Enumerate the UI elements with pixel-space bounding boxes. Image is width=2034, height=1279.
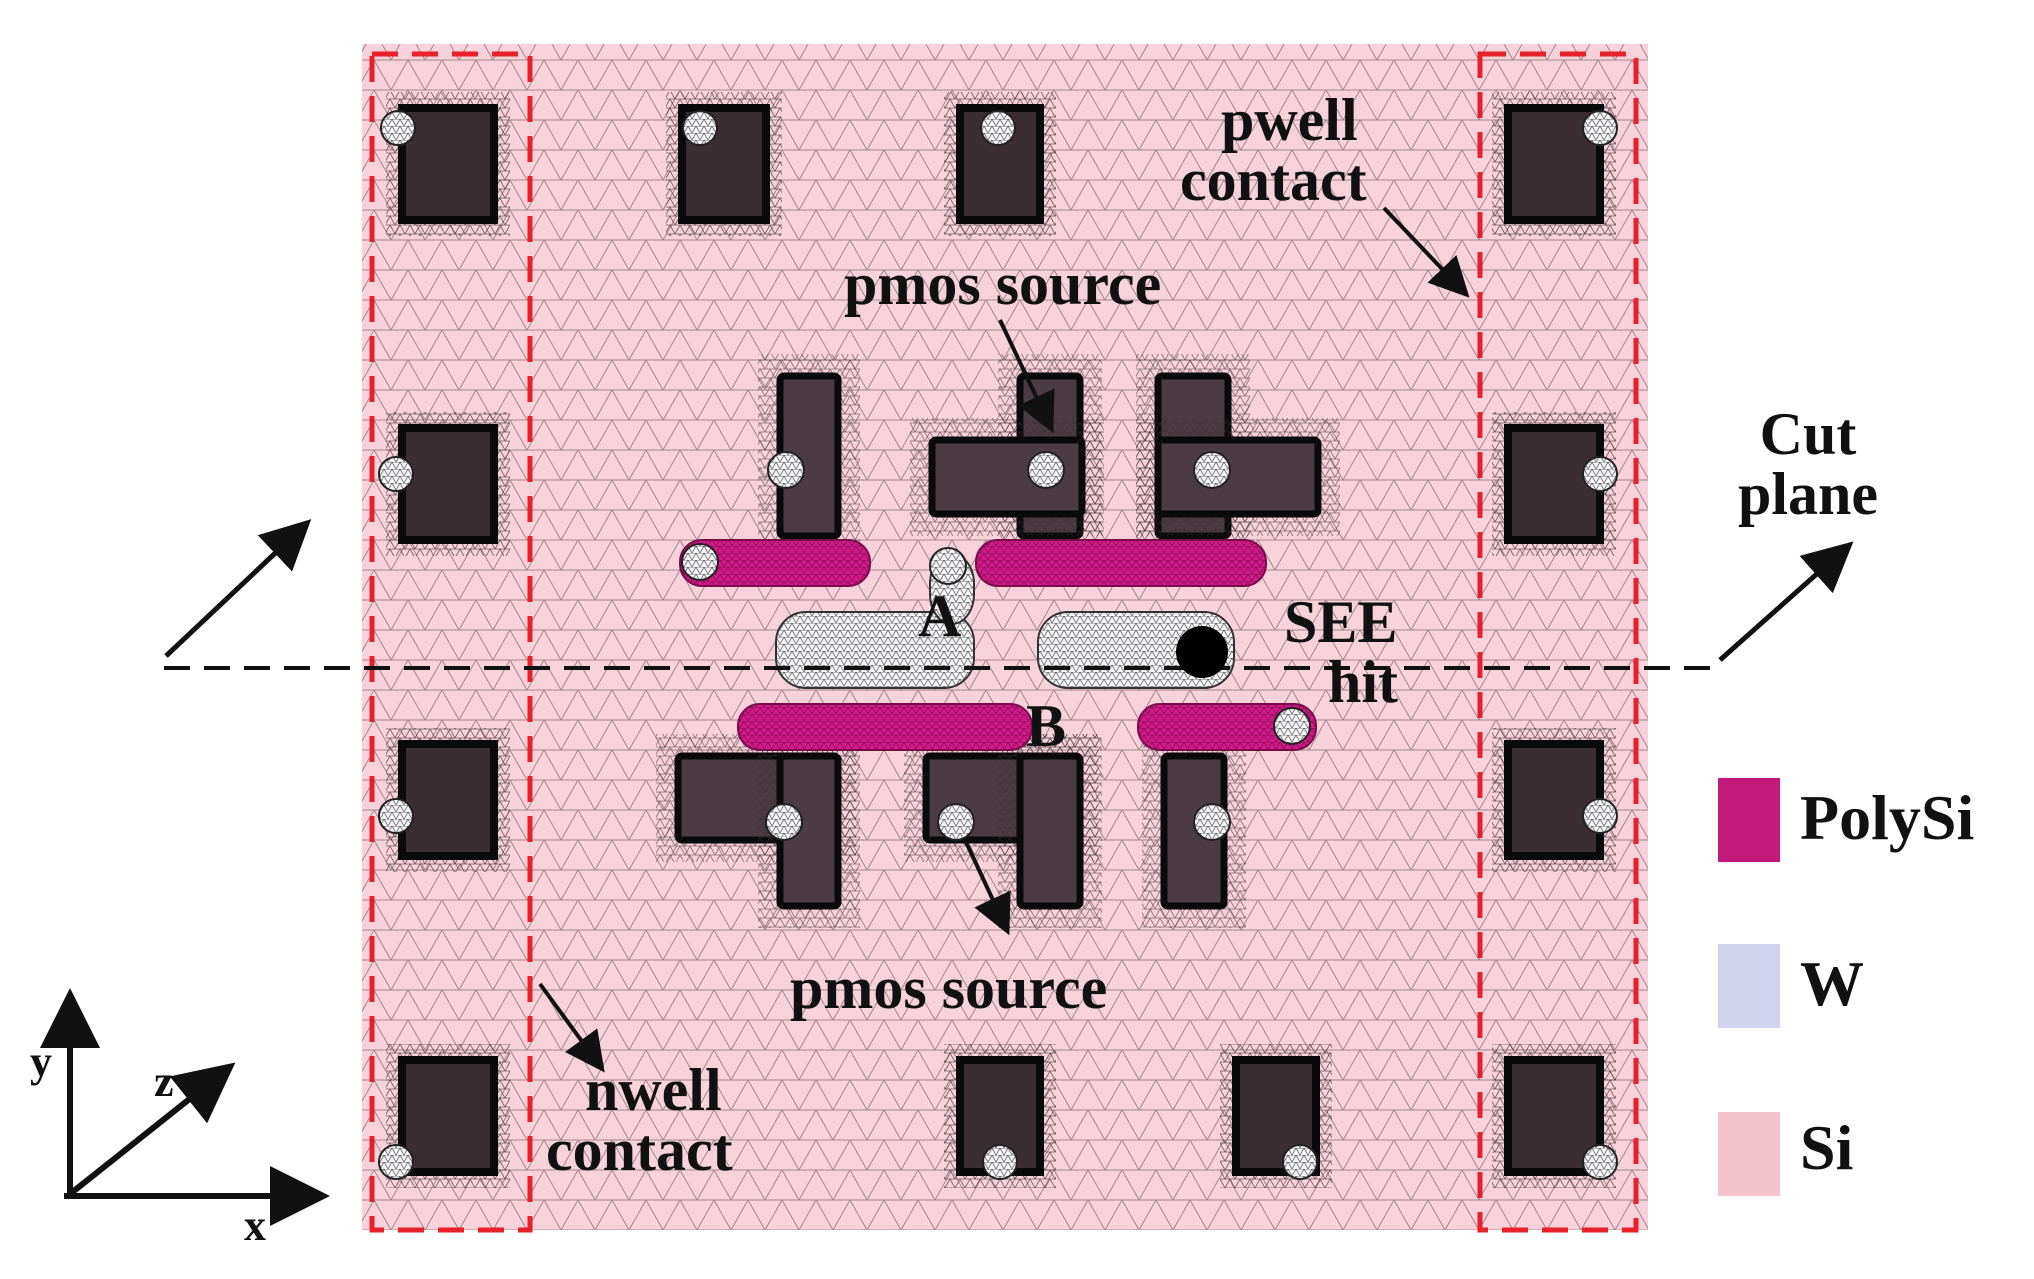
tungsten-plug bbox=[1582, 798, 1618, 834]
see-hit-label-line2: hit bbox=[1328, 649, 1399, 715]
nwell-label-line1: nwell bbox=[584, 1057, 722, 1123]
tungsten-plug bbox=[378, 798, 414, 834]
nwell-contact-frame bbox=[369, 51, 533, 1233]
legend-swatch-w bbox=[1718, 944, 1780, 1028]
tungsten-plug bbox=[1582, 110, 1618, 146]
device-plug bbox=[1273, 707, 1311, 745]
active-region bbox=[1016, 752, 1084, 910]
device-plug bbox=[1027, 451, 1065, 489]
polysi-gate bbox=[737, 703, 1033, 751]
tungsten-plug bbox=[980, 110, 1016, 146]
tungsten-plug bbox=[682, 110, 718, 146]
contact-box bbox=[378, 728, 510, 872]
device-plug bbox=[767, 451, 805, 489]
cut-plane-label-line2: plane bbox=[1738, 461, 1879, 527]
pwell-contact-frame bbox=[1477, 51, 1639, 1233]
pwell-pointer-arrow bbox=[1382, 206, 1470, 298]
device-plug bbox=[929, 547, 967, 585]
contact-box bbox=[666, 92, 782, 236]
contact-box bbox=[944, 1044, 1056, 1188]
nwell-pointer-arrow bbox=[538, 982, 605, 1073]
cut-plane-arrow-right bbox=[1718, 541, 1854, 662]
nwell-label: nwell contact bbox=[546, 1060, 733, 1180]
see-hit-label-line1: SEE bbox=[1284, 589, 1398, 655]
nwell-label-line2: contact bbox=[546, 1117, 733, 1183]
contact-outline bbox=[398, 1056, 498, 1176]
see-hit-label: SEE hit bbox=[1284, 592, 1398, 712]
device-plug bbox=[765, 803, 803, 841]
legend-swatch-si bbox=[1718, 1112, 1780, 1196]
contact-box bbox=[1492, 412, 1618, 556]
tungsten-plug bbox=[1582, 456, 1618, 492]
device-plug bbox=[1193, 451, 1231, 489]
pwell-label-line2: contact bbox=[1180, 147, 1367, 213]
contact-box bbox=[944, 92, 1056, 236]
x-axis-label: x bbox=[244, 1201, 266, 1250]
contact-box bbox=[378, 1044, 510, 1188]
contact-box bbox=[1492, 92, 1618, 236]
active-region bbox=[1154, 436, 1322, 518]
pmos-source-bottom-arrow bbox=[964, 841, 1011, 936]
device-plug bbox=[1193, 803, 1231, 841]
contact-outline bbox=[398, 424, 498, 544]
pmos-source-top-arrow bbox=[998, 319, 1055, 434]
cut-plane-arrow-left bbox=[164, 519, 312, 658]
contact-outline bbox=[1504, 740, 1604, 860]
tungsten-plug bbox=[378, 1144, 414, 1180]
contact-box bbox=[378, 412, 510, 556]
tungsten-plug bbox=[378, 456, 414, 492]
contact-outline bbox=[1504, 1056, 1604, 1176]
legend-label-w: W bbox=[1800, 948, 1864, 1019]
legend-label-si: Si bbox=[1800, 1112, 1854, 1183]
tungsten-plug bbox=[1282, 1144, 1318, 1180]
pmos-source-top-label: pmos source bbox=[844, 251, 1162, 317]
contact-outline bbox=[1504, 424, 1604, 544]
cut-plane-label-line1: Cut bbox=[1759, 401, 1857, 467]
polysi-gate bbox=[679, 539, 871, 587]
legend-swatch-polysi bbox=[1718, 778, 1780, 862]
pwell-label-line1: pwell bbox=[1220, 87, 1358, 153]
point-a-label: A bbox=[918, 583, 962, 649]
contact-box bbox=[380, 92, 510, 236]
contact-box bbox=[1220, 1044, 1332, 1188]
polysi-gate bbox=[975, 539, 1267, 587]
z-axis-line bbox=[68, 1062, 236, 1197]
cut-plane-label: Cut plane bbox=[1738, 404, 1878, 524]
tungsten-plug bbox=[982, 1144, 1018, 1180]
tungsten-plug bbox=[1582, 1144, 1618, 1180]
z-axis-label: z bbox=[154, 1057, 174, 1106]
pmos-source-bottom-label: pmos source bbox=[790, 955, 1108, 1021]
pwell-label: pwell contact bbox=[1180, 87, 1367, 210]
device-plug bbox=[681, 543, 719, 581]
point-b-label: B bbox=[1026, 693, 1067, 759]
contact-box bbox=[1492, 728, 1618, 872]
tungsten-plug bbox=[380, 110, 416, 146]
contact-box bbox=[1492, 1044, 1618, 1188]
polysi-gate bbox=[1137, 703, 1317, 751]
device-plug bbox=[937, 803, 975, 841]
contact-outline bbox=[398, 740, 498, 860]
contact-outline bbox=[398, 104, 498, 224]
legend-label-polysi: PolySi bbox=[1800, 782, 1975, 853]
see-hit-dot bbox=[1176, 626, 1228, 678]
y-axis-label: y bbox=[30, 1037, 52, 1086]
